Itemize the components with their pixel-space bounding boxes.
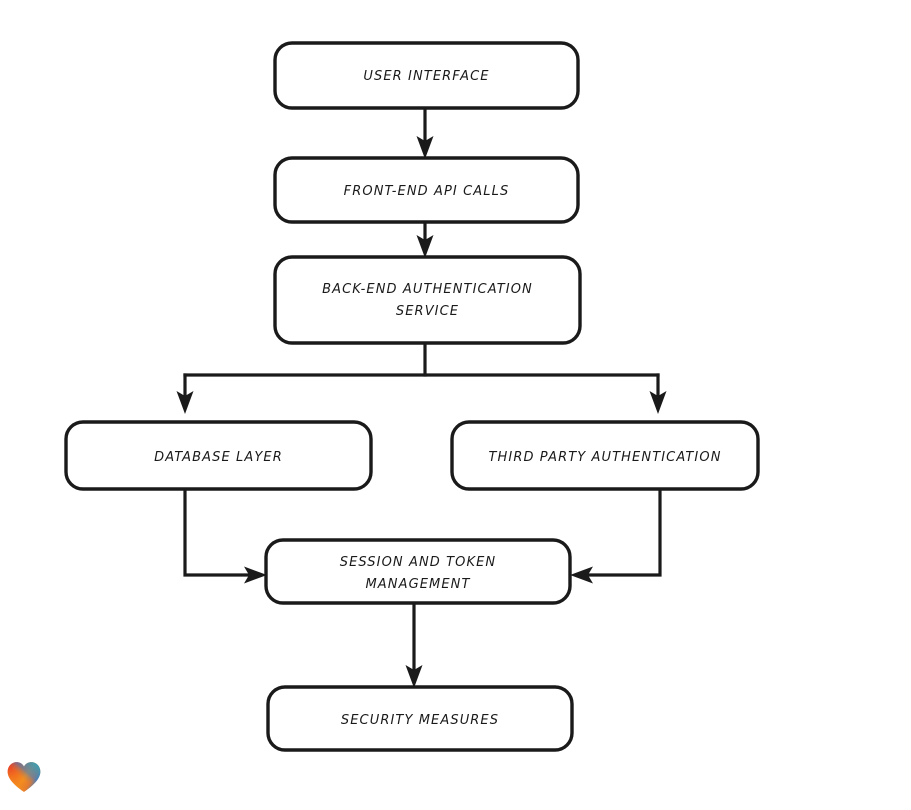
- node-database-layer-shape[interactable]: [64, 420, 373, 491]
- node-session-token-label-line1: SESSION AND TOKEN: [340, 555, 497, 570]
- node-database-layer[interactable]: DATABASE LAYER: [64, 420, 373, 491]
- gradient-heart-icon: [7, 762, 41, 792]
- node-backend-auth-label-line1: BACK-END AUTHENTICATION: [322, 282, 533, 297]
- node-frontend-api-label: FRONT-END API CALLS: [344, 184, 510, 199]
- node-third-party-auth-shape[interactable]: [450, 420, 760, 491]
- edge-frontend-to-backend: [416, 221, 434, 258]
- node-security-measures-shape[interactable]: [266, 685, 574, 752]
- node-frontend-api[interactable]: FRONT-END API CALLS: [273, 156, 580, 224]
- node-frontend-api-shape[interactable]: [273, 156, 580, 224]
- node-third-party-auth[interactable]: THIRD PARTY AUTHENTICATION: [450, 420, 760, 491]
- node-database-layer-label: DATABASE LAYER: [154, 450, 283, 465]
- node-session-token-shape[interactable]: [264, 538, 572, 605]
- node-user-interface[interactable]: USER INTERFACE: [273, 41, 580, 110]
- node-third-party-auth-label: THIRD PARTY AUTHENTICATION: [488, 450, 721, 465]
- edge-backend-split: [176, 342, 667, 414]
- edge-ui-to-frontend: [416, 106, 434, 159]
- node-backend-auth-shape[interactable]: [273, 255, 582, 345]
- node-user-interface-shape[interactable]: [273, 41, 580, 110]
- node-security-measures[interactable]: SECURITY MEASURES: [266, 685, 574, 752]
- node-security-measures-label: SECURITY MEASURES: [341, 713, 499, 728]
- node-user-interface-label: USER INTERFACE: [363, 69, 489, 84]
- node-session-token-label-line2: MANAGEMENT: [365, 577, 470, 592]
- node-backend-auth[interactable]: BACK-END AUTHENTICATION SERVICE: [273, 255, 582, 345]
- edge-thirdparty-to-session: [570, 488, 662, 584]
- node-backend-auth-label-line2: SERVICE: [396, 304, 459, 319]
- node-session-token[interactable]: SESSION AND TOKEN MANAGEMENT: [264, 538, 572, 605]
- edge-session-to-security: [405, 601, 423, 688]
- edge-database-to-session: [183, 488, 267, 584]
